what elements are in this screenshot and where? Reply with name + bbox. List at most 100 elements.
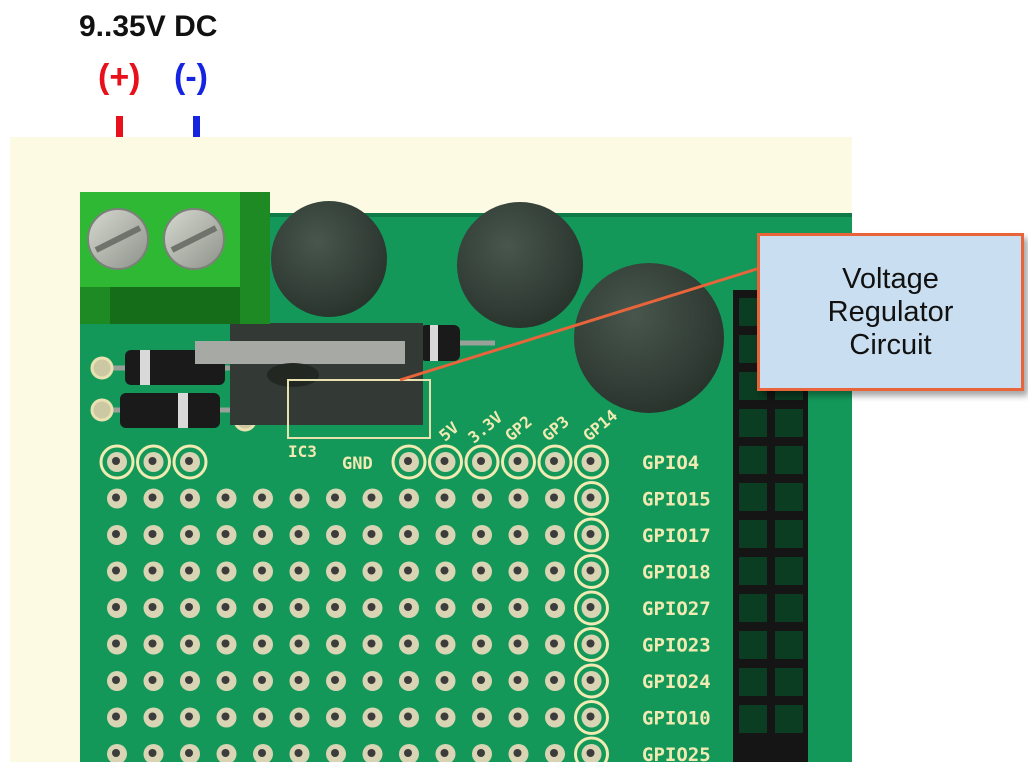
solder-pad xyxy=(362,525,383,545)
gnd-label: GND xyxy=(342,454,373,474)
callout-text: Voltage Regulator Circuit xyxy=(827,262,954,361)
solder-pad xyxy=(180,707,200,728)
solder-pad xyxy=(508,525,529,545)
solder-pad xyxy=(545,744,565,762)
solder-pad xyxy=(435,561,456,582)
solder-pad xyxy=(574,444,609,480)
header-pin xyxy=(739,483,767,511)
solder-pad xyxy=(143,634,164,655)
solder-pad xyxy=(362,634,383,655)
solder-pad xyxy=(362,561,383,582)
header-pin xyxy=(739,668,767,696)
solder-pad xyxy=(143,671,164,691)
solder-pad xyxy=(362,707,383,728)
solder-pad xyxy=(362,488,383,509)
solder-pad xyxy=(537,444,573,480)
solder-pad xyxy=(472,488,492,509)
solder-pad xyxy=(326,634,346,655)
solder-pad xyxy=(574,554,609,589)
solder-pad xyxy=(180,525,200,545)
solder-pad xyxy=(253,561,273,582)
solder-pad xyxy=(472,707,492,728)
solder-pad xyxy=(107,634,127,655)
solder-pad xyxy=(545,488,565,509)
solder-pad xyxy=(501,444,536,480)
solder-pad xyxy=(143,707,164,728)
solder-pad xyxy=(399,598,419,618)
solder-pad xyxy=(180,671,200,691)
solder-pad xyxy=(143,744,164,762)
solder-pad xyxy=(253,671,273,691)
solder-pad xyxy=(216,561,237,582)
solder-pad xyxy=(107,744,127,762)
solder-pad xyxy=(289,598,310,618)
pad-grid xyxy=(99,444,609,762)
gpio-label: GPIO23 xyxy=(642,635,711,657)
solder-pad xyxy=(143,561,164,582)
solder-pad xyxy=(326,598,346,618)
capacitor-3 xyxy=(574,263,724,413)
solder-pad xyxy=(253,525,273,545)
solder-pad xyxy=(216,488,237,509)
solder-pad xyxy=(391,444,427,480)
header-pin xyxy=(739,705,767,733)
solder-pad xyxy=(574,663,609,699)
solder-pad xyxy=(172,444,208,480)
solder-pad xyxy=(362,671,383,691)
gpio-label: GPIO18 xyxy=(642,562,711,584)
header-pin xyxy=(775,446,803,474)
solder-pad xyxy=(99,444,135,480)
header-pin xyxy=(775,705,803,733)
gpio-label: GPIO27 xyxy=(642,598,711,620)
solder-pad xyxy=(289,744,310,762)
solder-pad xyxy=(508,598,529,618)
solder-pad xyxy=(326,488,346,509)
header-pin xyxy=(775,631,803,659)
header-pin xyxy=(739,446,767,474)
diode-pad xyxy=(90,398,114,422)
solder-pad xyxy=(399,561,419,582)
solder-pad xyxy=(180,488,200,509)
header-pin xyxy=(775,668,803,696)
header-pin xyxy=(775,557,803,585)
solder-pad xyxy=(143,598,164,618)
solder-pad xyxy=(326,525,346,545)
solder-pad xyxy=(107,525,127,545)
solder-pad xyxy=(508,744,529,762)
solder-pad xyxy=(472,744,492,762)
solder-pad xyxy=(574,517,609,553)
solder-pad xyxy=(253,744,273,762)
diode-3 xyxy=(420,325,495,361)
solder-pad xyxy=(326,671,346,691)
solder-pad xyxy=(545,671,565,691)
solder-pad xyxy=(253,707,273,728)
solder-pad xyxy=(508,671,529,691)
solder-pad xyxy=(399,634,419,655)
gpio-label: GPIO25 xyxy=(642,744,711,762)
solder-pad xyxy=(216,525,237,545)
solder-pad xyxy=(289,634,310,655)
diode-2 xyxy=(100,393,248,428)
solder-pad xyxy=(289,488,310,509)
voltage-label: 9..35V DC xyxy=(79,10,218,43)
voltage-regulator-ic xyxy=(195,323,431,439)
gpio-label-column: GPIO4GPIO15GPIO17GPIO18GPIO27GPIO23GPIO2… xyxy=(642,452,711,762)
negative-polarity-label: (-) xyxy=(174,58,208,96)
solder-pad xyxy=(180,634,200,655)
solder-pad xyxy=(107,561,127,582)
solder-pad xyxy=(107,671,127,691)
solder-pad xyxy=(574,627,609,662)
solder-pad xyxy=(508,561,529,582)
solder-pad xyxy=(362,598,383,618)
solder-pad xyxy=(435,525,456,545)
solder-pad xyxy=(289,561,310,582)
header-pin xyxy=(739,520,767,548)
solder-pad xyxy=(326,744,346,762)
solder-pad xyxy=(180,598,200,618)
solder-pad xyxy=(399,525,419,545)
solder-pad xyxy=(399,671,419,691)
solder-pad xyxy=(289,707,310,728)
pcb-edge xyxy=(80,213,852,217)
solder-pad xyxy=(545,525,565,545)
